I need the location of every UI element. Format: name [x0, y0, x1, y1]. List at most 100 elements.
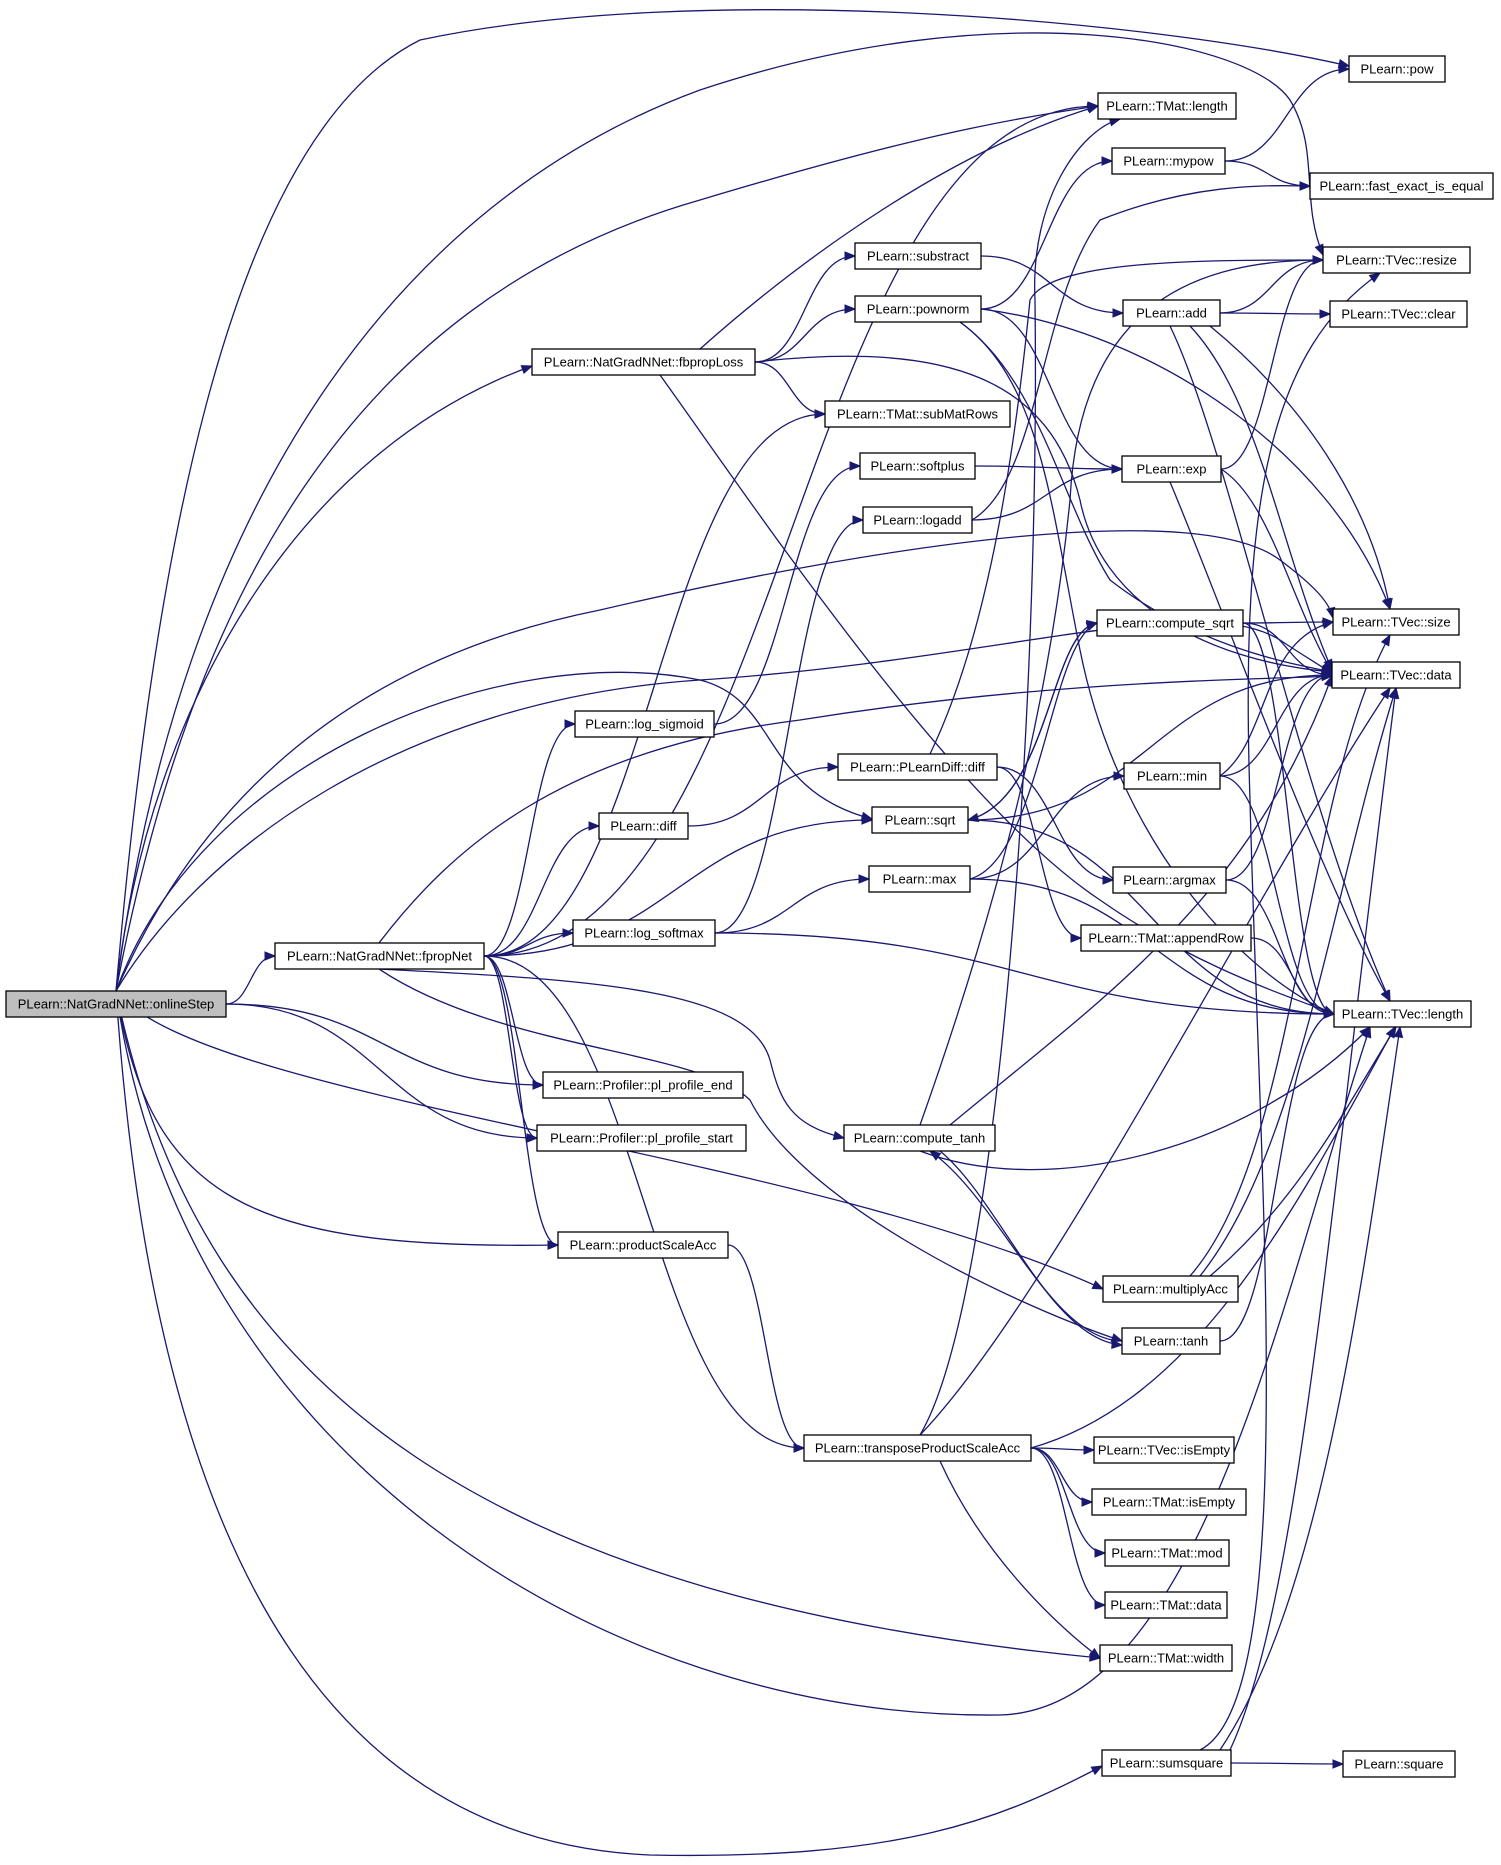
call-edge-fpropNet-to-tvec_data — [378, 671, 1334, 944]
node-compute-sqrt[interactable]: PLearn::compute_sqrt — [1096, 609, 1244, 637]
call-edge-onlineStep-to-tvec_size — [115, 530, 1336, 992]
node-tvec-clear[interactable]: PLearn::TVec::clear — [1329, 300, 1468, 328]
node-box — [859, 452, 976, 480]
node-box — [1322, 246, 1471, 274]
node-tvec-resize[interactable]: PLearn::TVec::resize — [1322, 246, 1471, 274]
node-pownorm[interactable]: PLearn::pownorm — [854, 295, 982, 323]
call-edge-diff-to-plearndiff_diff — [687, 762, 840, 827]
arrowhead-icon — [1389, 686, 1400, 700]
edge-line — [225, 955, 276, 1005]
arrowhead-icon — [1111, 464, 1124, 474]
node-label: PLearn::transposeProductScaleAcc — [815, 1441, 1021, 1456]
node-substract[interactable]: PLearn::substract — [854, 242, 982, 270]
node-tvec-length[interactable]: PLearn::TVec::length — [1333, 1000, 1472, 1028]
node-profile-end[interactable]: PLearn::Profiler::pl_profile_end — [542, 1071, 744, 1099]
arrowhead-icon — [1368, 272, 1382, 283]
call-edge-substract-to-add — [980, 255, 1125, 318]
node-tvec-isempty[interactable]: PLearn::TVec::isEmpty — [1093, 1436, 1235, 1464]
edge-line — [1224, 160, 1311, 187]
node-label: PLearn::max — [883, 872, 957, 887]
call-edge-exp-to-tvec_resize — [1220, 255, 1325, 470]
node-transposeproductscaleacc[interactable]: PLearn::transposeProductScaleAcc — [803, 1434, 1032, 1462]
edge-line — [483, 955, 538, 1139]
arrowhead-icon — [1322, 660, 1333, 674]
edge-line — [1030, 1447, 1093, 1503]
node-box — [803, 1434, 1032, 1462]
node-box — [1104, 1591, 1228, 1619]
node-mypow[interactable]: PLearn::mypow — [1111, 147, 1226, 175]
node-fpropNet[interactable]: PLearn::NatGradNNet::fpropNet — [274, 942, 485, 970]
call-edge-multiplyacc-to-tvec_size — [1189, 633, 1391, 1277]
edge-line — [1242, 622, 1335, 1015]
call-edge-onlineStep-to-sumsquare — [115, 990, 1104, 1857]
node-label: PLearn::min — [1137, 769, 1207, 784]
arrowhead-icon — [264, 951, 277, 961]
node-label: PLearn::square — [1355, 1757, 1444, 1772]
node-max[interactable]: PLearn::max — [868, 865, 971, 893]
call-edge-min-to-tvec_size — [1219, 619, 1335, 777]
node-label: PLearn::TVec::clear — [1341, 307, 1456, 322]
node-pow[interactable]: PLearn::pow — [1348, 55, 1446, 83]
node-box — [1333, 1000, 1472, 1028]
node-submatrows[interactable]: PLearn::TMat::subMatRows — [824, 400, 1011, 428]
node-multiplyacc[interactable]: PLearn::multiplyAcc — [1102, 1275, 1239, 1303]
node-box — [854, 295, 982, 323]
node-logadd[interactable]: PLearn::logadd — [862, 506, 973, 534]
node-sumsquare[interactable]: PLearn::sumsquare — [1101, 1749, 1232, 1777]
edge-line — [483, 413, 826, 957]
edge-line — [115, 530, 1334, 992]
node-plearndiff-diff[interactable]: PLearn::PLearnDiff::diff — [837, 753, 998, 781]
node-fbpropLoss[interactable]: PLearn::NatGradNNet::fbpropLoss — [531, 348, 756, 376]
node-tvec-size[interactable]: PLearn::TVec::size — [1332, 608, 1460, 636]
node-profile-start[interactable]: PLearn::Profiler::pl_profile_start — [536, 1124, 747, 1152]
node-box — [536, 1124, 747, 1152]
edge-line — [1199, 687, 1397, 1277]
node-tmat-length[interactable]: PLearn::TMat::length — [1097, 92, 1237, 120]
arrowhead-icon — [1321, 619, 1335, 630]
node-sqrt[interactable]: PLearn::sqrt — [871, 806, 969, 834]
node-add[interactable]: PLearn::add — [1122, 299, 1221, 327]
node-exp[interactable]: PLearn::exp — [1121, 455, 1222, 483]
node-diff[interactable]: PLearn::diff — [598, 812, 689, 840]
arrowhead-icon — [814, 409, 827, 419]
edge-line — [929, 259, 1324, 755]
node-appendrow[interactable]: PLearn::TMat::appendRow — [1080, 924, 1252, 952]
node-compute-tanh[interactable]: PLearn::compute_tanh — [843, 1124, 996, 1152]
edge-line — [754, 355, 1333, 673]
node-tmat-width[interactable]: PLearn::TMat::width — [1099, 1644, 1233, 1672]
node-tmat-isempty[interactable]: PLearn::TMat::isEmpty — [1091, 1488, 1247, 1516]
call-edge-sumsquare-to-tvec_resize — [1199, 272, 1382, 1751]
edge-line — [115, 9, 1350, 992]
call-edge-transposeproductscaleacc-to-tmat_mod — [1030, 1447, 1107, 1558]
edge-line — [971, 185, 1311, 521]
node-log-sigmoid[interactable]: PLearn::log_sigmoid — [574, 710, 715, 738]
node-log-softmax[interactable]: PLearn::log_softmax — [572, 919, 716, 947]
node-box — [1101, 1749, 1232, 1777]
node-softplus[interactable]: PLearn::softplus — [859, 452, 976, 480]
call-edge-fbpropLoss-to-substract — [754, 251, 857, 363]
node-min[interactable]: PLearn::min — [1123, 762, 1221, 790]
node-argmax[interactable]: PLearn::argmax — [1112, 866, 1227, 894]
node-box — [1099, 1644, 1233, 1672]
node-box — [1329, 300, 1468, 328]
node-tmat-mod[interactable]: PLearn::TMat::mod — [1104, 1539, 1230, 1567]
node-label: PLearn::TVec::data — [1340, 668, 1452, 683]
edge-line — [714, 932, 1335, 1015]
node-tvec-data[interactable]: PLearn::TVec::data — [1331, 661, 1461, 689]
node-productscaleacc[interactable]: PLearn::productScaleAcc — [557, 1231, 729, 1259]
node-label: PLearn::diff — [610, 819, 677, 834]
node-tmat-data[interactable]: PLearn::TMat::data — [1104, 1591, 1228, 1619]
node-box — [868, 865, 971, 893]
node-square[interactable]: PLearn::square — [1342, 1750, 1456, 1778]
arrowhead-icon — [1101, 156, 1114, 166]
edge-line — [1219, 1013, 1335, 1342]
call-edge-onlineStep-to-profile_end — [225, 1003, 545, 1090]
node-onlineStep[interactable]: PLearn::NatGradNNet::onlineStep — [5, 990, 227, 1018]
edge-line — [1199, 272, 1381, 1751]
node-label: PLearn::substract — [867, 249, 969, 264]
node-tanh[interactable]: PLearn::tanh — [1121, 1327, 1221, 1355]
node-fast-exact-is-equal[interactable]: PLearn::fast_exact_is_equal — [1309, 172, 1494, 200]
node-box — [854, 242, 982, 270]
arrowhead-icon — [849, 461, 862, 471]
